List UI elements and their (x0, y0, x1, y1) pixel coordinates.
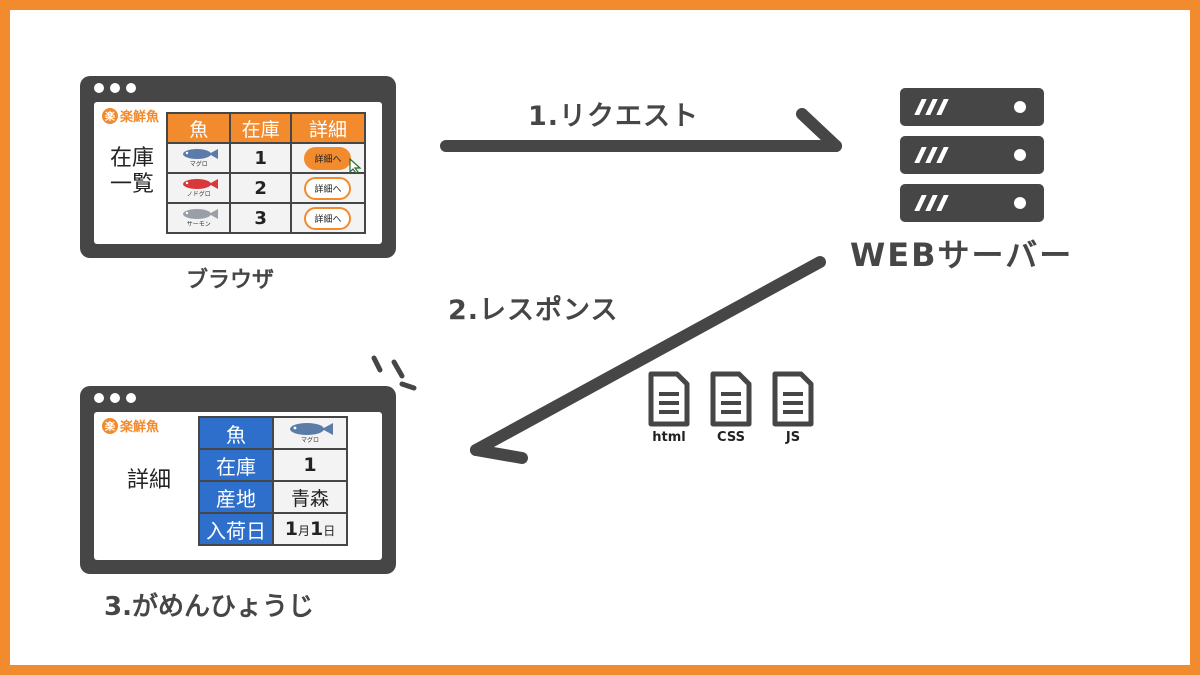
table-row: サーモン 3 詳細へ (165, 202, 367, 234)
browser-list-screen: 楽 楽鮮魚 在庫 一覧 魚 在庫 詳細 マグロ 1 詳細へ (94, 102, 382, 244)
file-label: html (652, 430, 686, 445)
tuna-icon (182, 149, 218, 159)
detail-row: 魚 マグロ (198, 416, 348, 450)
header-stock: 在庫 (229, 112, 292, 144)
fish-name: マグロ (189, 161, 208, 168)
list-title-line2: 一覧 (109, 172, 154, 197)
logo-mark-icon: 楽 (102, 107, 118, 124)
fish-name: サーモン (186, 221, 211, 228)
detail-row: 入荷日 1月1日 (198, 512, 348, 546)
date-month: 1 (284, 518, 298, 540)
detail-table: 魚 マグロ 在庫 1 産地 青森 入荷日 1月1日 (198, 416, 348, 546)
date-day: 1 (310, 518, 324, 540)
app-logo-text: 楽鮮魚 (120, 110, 160, 125)
server-unit (900, 88, 1044, 126)
detail-page-title: 詳細 (126, 468, 171, 493)
file-label: CSS (717, 430, 745, 445)
detail-row: 産地 青森 (198, 480, 348, 514)
nodoguro-icon (182, 179, 218, 189)
diagram-frame: 楽 楽鮮魚 在庫 一覧 魚 在庫 詳細 マグロ 1 詳細へ (10, 10, 1190, 665)
cursor-icon (349, 158, 362, 174)
fish-name: ノドグロ (186, 191, 211, 198)
document-icon (710, 371, 752, 427)
app-logo: 楽 楽鮮魚 (102, 416, 159, 435)
fish-nodoguro-image: ノドグロ (168, 177, 229, 199)
file-js: JS (768, 370, 818, 445)
table-row: ノドグロ 2 詳細へ (165, 172, 367, 204)
detail-button[interactable]: 詳細へ (304, 146, 352, 170)
server-unit (900, 136, 1044, 174)
file-label: JS (785, 430, 801, 445)
detail-value: 1 (272, 448, 348, 482)
detail-button[interactable]: 詳細へ (304, 176, 352, 200)
app-logo-text: 楽鮮魚 (120, 420, 160, 435)
fish-salmon-image: サーモン (168, 207, 229, 229)
list-title-line1: 在庫 (109, 146, 154, 171)
render-caption: 3.がめんひょうじ (104, 592, 314, 622)
arrows-layer (371, 108, 842, 464)
server-label: WEBサーバー (850, 236, 1074, 274)
document-icon (648, 371, 690, 427)
stock-cell: 1 (229, 142, 292, 174)
table-row: マグロ 1 詳細へ (165, 142, 367, 174)
table-header-row: 魚 在庫 詳細 (165, 112, 367, 144)
sparkle-icon (371, 355, 417, 391)
document-icon (772, 371, 814, 427)
file-html: html (644, 370, 694, 445)
header-fish: 魚 (165, 112, 232, 144)
fish-name: マグロ (300, 437, 319, 444)
detail-key: 在庫 (198, 448, 274, 482)
response-label: 2.レスポンス (448, 295, 619, 326)
salmon-icon (182, 209, 218, 219)
date-month-unit: 月 (297, 524, 310, 538)
detail-row: 在庫 1 (198, 448, 348, 482)
list-page-title: 在庫 一覧 (102, 146, 162, 198)
request-arrow (440, 108, 842, 152)
web-server-icon (900, 88, 1044, 232)
detail-button[interactable]: 詳細へ (304, 206, 352, 230)
stock-cell: 2 (229, 172, 292, 204)
server-unit (900, 184, 1044, 222)
detail-key: 産地 (198, 480, 274, 514)
date-day-unit: 日 (323, 524, 336, 538)
browser-detail-screen: 楽 楽鮮魚 詳細 魚 マグロ 在庫 1 産地 青森 (94, 412, 382, 560)
file-css: CSS (706, 370, 756, 445)
app-logo: 楽 楽鮮魚 (102, 106, 159, 125)
tuna-icon (290, 423, 333, 435)
inventory-table: 魚 在庫 詳細 マグロ 1 詳細へ ノドグロ 2 (165, 112, 367, 234)
response-arrow (470, 256, 826, 464)
browser-caption: ブラウザ (186, 268, 275, 293)
header-detail: 詳細 (289, 112, 367, 144)
fish-tuna-image: マグロ (168, 147, 229, 169)
detail-key: 入荷日 (198, 512, 274, 546)
window-dots (94, 393, 136, 403)
detail-value: 青森 (272, 480, 348, 514)
detail-key: 魚 (198, 416, 274, 450)
stock-cell: 3 (229, 202, 292, 234)
fish-tuna-image: マグロ (274, 421, 346, 445)
detail-value-date: 1月1日 (272, 512, 348, 546)
browser-detail-window: 楽 楽鮮魚 詳細 魚 マグロ 在庫 1 産地 青森 (80, 386, 396, 574)
browser-list-window: 楽 楽鮮魚 在庫 一覧 魚 在庫 詳細 マグロ 1 詳細へ (80, 76, 396, 258)
request-label: 1.リクエスト (528, 101, 700, 132)
window-dots (94, 83, 136, 93)
logo-mark-icon: 楽 (102, 417, 118, 434)
